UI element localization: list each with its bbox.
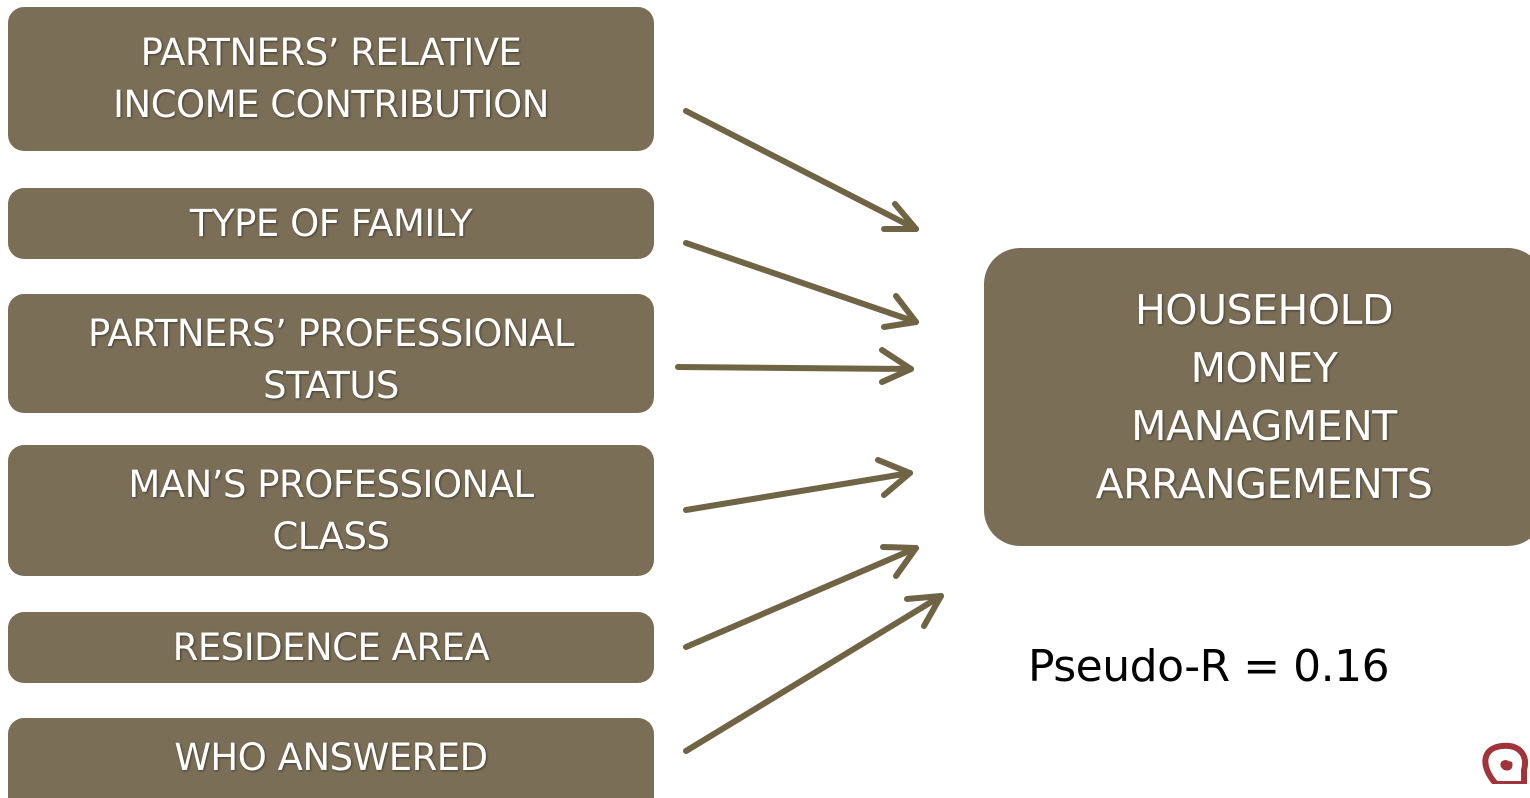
arrow-residence-area: [683, 544, 919, 650]
arrow-who-answered: [683, 593, 944, 754]
arrow-family-type: [683, 240, 919, 330]
factor-label-line: MAN’S PROFESSIONAL: [128, 462, 534, 506]
factor-label-line: WHO ANSWERED: [174, 736, 488, 779]
arrow-relative-income: [683, 108, 919, 232]
factor-box-relative-income: PARTNERS’ RELATIVE INCOME CONTRIBUTION: [8, 7, 654, 151]
factor-box-residence-area: RESIDENCE AREA: [8, 612, 654, 683]
factor-label-line: INCOME CONTRIBUTION: [113, 83, 549, 126]
arrow-professional-status: [675, 347, 914, 385]
outcome-label-line: HOUSEHOLD: [1134, 286, 1394, 334]
factor-box-family-type: TYPE OF FAMILY: [8, 188, 654, 259]
outcome-label-line: ARRANGEMENTS: [1095, 460, 1433, 508]
institution-logo-icon: [1482, 742, 1528, 784]
outcome-box: HOUSEHOLD MONEY MANAGMENT ARRANGEMENTS: [984, 248, 1530, 546]
factor-label-line: PARTNERS’ RELATIVE: [140, 31, 522, 74]
outcome-label-line: MONEY: [1190, 344, 1338, 392]
factor-box-professional-class: MAN’S PROFESSIONAL CLASS: [8, 445, 654, 576]
factor-label-line: RESIDENCE AREA: [172, 625, 490, 669]
factor-box-professional-status: PARTNERS’ PROFESSIONAL STATUS: [8, 294, 654, 413]
arrow-professional-class: [683, 457, 913, 513]
factor-label-line: CLASS: [272, 514, 390, 558]
factor-label-line: TYPE OF FAMILY: [189, 201, 473, 245]
factor-label-line: PARTNERS’ PROFESSIONAL: [87, 312, 575, 355]
pseudo-r-label: Pseudo-R = 0.16: [1028, 641, 1390, 692]
outcome-label-line: MANAGMENT: [1131, 402, 1397, 450]
factor-label-line: STATUS: [263, 364, 399, 407]
